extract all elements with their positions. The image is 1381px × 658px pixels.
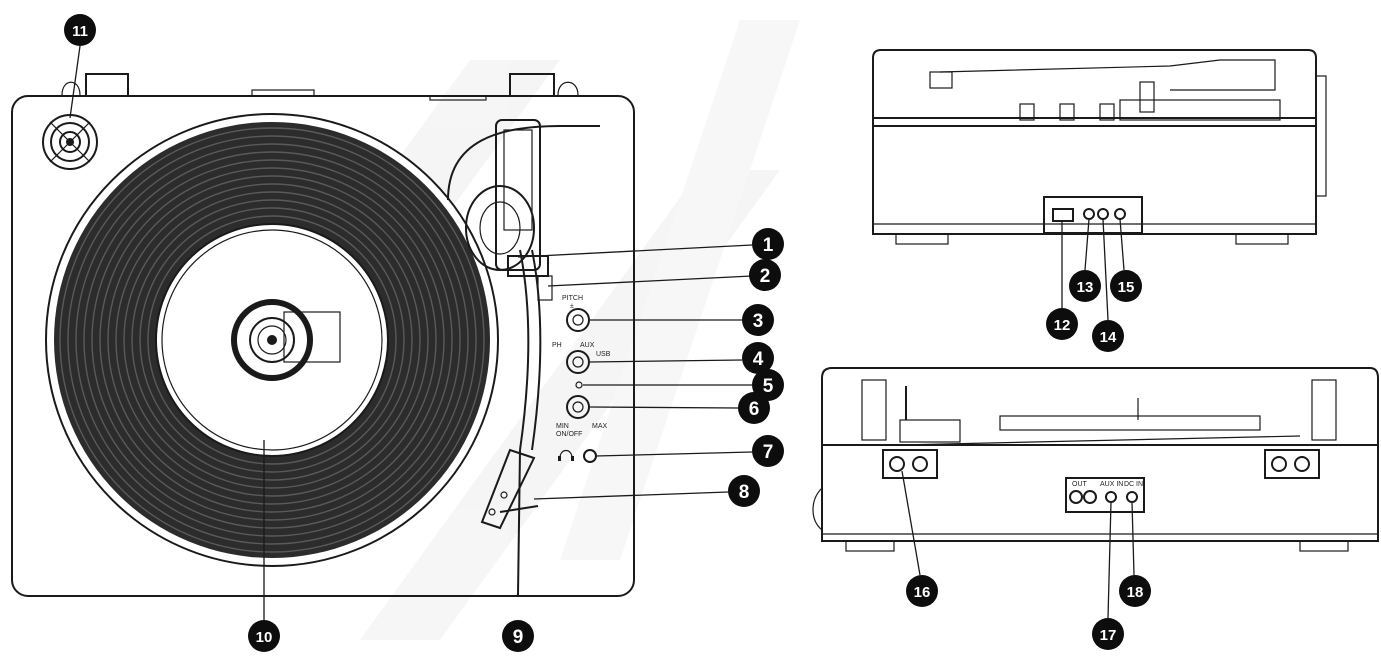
callout-13: 13 (1069, 270, 1101, 302)
callout-11: 11 (64, 14, 96, 46)
svg-text:14: 14 (1100, 329, 1117, 346)
callout-17: 17 (1092, 618, 1124, 650)
aux-in-label: AUX IN (1100, 481, 1123, 488)
callout-4: 4 (742, 342, 774, 374)
svg-text:18: 18 (1127, 584, 1144, 601)
callout-8: 8 (728, 475, 760, 507)
callout-6: 6 (738, 392, 770, 424)
callout-3: 3 (742, 304, 774, 336)
out-label: OUT (1072, 481, 1088, 488)
back-view: OUT AUX IN DC IN (812, 367, 1379, 552)
svg-text:13: 13 (1077, 279, 1094, 296)
svg-text:10: 10 (256, 629, 273, 646)
record-platter (45, 113, 499, 567)
svg-text:2: 2 (760, 266, 771, 287)
pitch-label: PITCH (562, 295, 583, 302)
callout-1: 1 (752, 228, 784, 260)
rear-panel (1043, 196, 1143, 234)
callout-7: 7 (752, 435, 784, 467)
source-ph-label: PH (552, 342, 562, 349)
svg-text:12: 12 (1054, 317, 1071, 334)
adapter-45 (42, 114, 98, 170)
aux-in-jack[interactable] (1105, 491, 1117, 503)
top-view: PITCH ± PH AUX USB MIN MAX ON/OFF (11, 73, 635, 597)
line-out-left[interactable] (1069, 490, 1083, 504)
svg-text:5: 5 (763, 376, 774, 397)
power-label: ON/OFF (556, 431, 582, 438)
tonearm (447, 119, 600, 596)
callout-18: 18 (1119, 575, 1151, 607)
svg-text:4: 4 (753, 349, 764, 370)
source-knob[interactable] (566, 350, 590, 374)
svg-text:9: 9 (513, 627, 524, 648)
callout-14: 14 (1092, 320, 1124, 352)
svg-text:17: 17 (1100, 627, 1117, 644)
svg-text:1: 1 (763, 235, 774, 256)
dc-in-jack[interactable] (1126, 491, 1138, 503)
callout-5: 5 (752, 369, 784, 401)
callout-10: 10 (248, 620, 280, 652)
play-pause-button[interactable] (1097, 208, 1109, 220)
usb-port[interactable] (1052, 208, 1074, 222)
svg-text:15: 15 (1118, 279, 1135, 296)
bluetooth-pair-button[interactable] (1083, 208, 1095, 220)
source-aux-label: AUX (580, 342, 595, 349)
svg-text:8: 8 (739, 482, 750, 503)
headphone-jack[interactable] (583, 449, 597, 463)
callout-2: 2 (749, 259, 781, 291)
line-out-right[interactable] (1083, 490, 1097, 504)
callout-12: 12 (1046, 308, 1078, 340)
callout-9: 9 (502, 620, 534, 652)
svg-text:7: 7 (763, 442, 774, 463)
controls: PITCH ± PH AUX USB MIN MAX ON/OFF (552, 295, 635, 463)
leader-lines (69, 45, 1135, 620)
dc-in-label: DC IN (1124, 481, 1143, 488)
bluetooth-led (575, 381, 583, 389)
headphone-icon (558, 449, 574, 461)
svg-text:16: 16 (914, 584, 931, 601)
volume-max-label: MAX (592, 423, 608, 430)
svg-text:11: 11 (72, 23, 88, 40)
svg-text:3: 3 (753, 311, 764, 332)
pitch-knob[interactable] (566, 308, 590, 332)
pitch-symbol: ± (570, 303, 574, 310)
volume-min-label: MIN (556, 423, 569, 430)
rear-view (872, 49, 1327, 245)
volume-knob[interactable] (566, 395, 590, 419)
hinge-left (85, 73, 129, 97)
svg-text:6: 6 (749, 399, 760, 420)
callout-16: 16 (906, 575, 938, 607)
callouts: 1 2 3 4 5 6 7 8 9 10 11 12 13 14 15 16 1… (64, 14, 1151, 652)
rec-button[interactable] (1114, 208, 1126, 220)
callout-15: 15 (1110, 270, 1142, 302)
back-panel (1065, 477, 1145, 513)
source-usb-label: USB (596, 351, 611, 358)
